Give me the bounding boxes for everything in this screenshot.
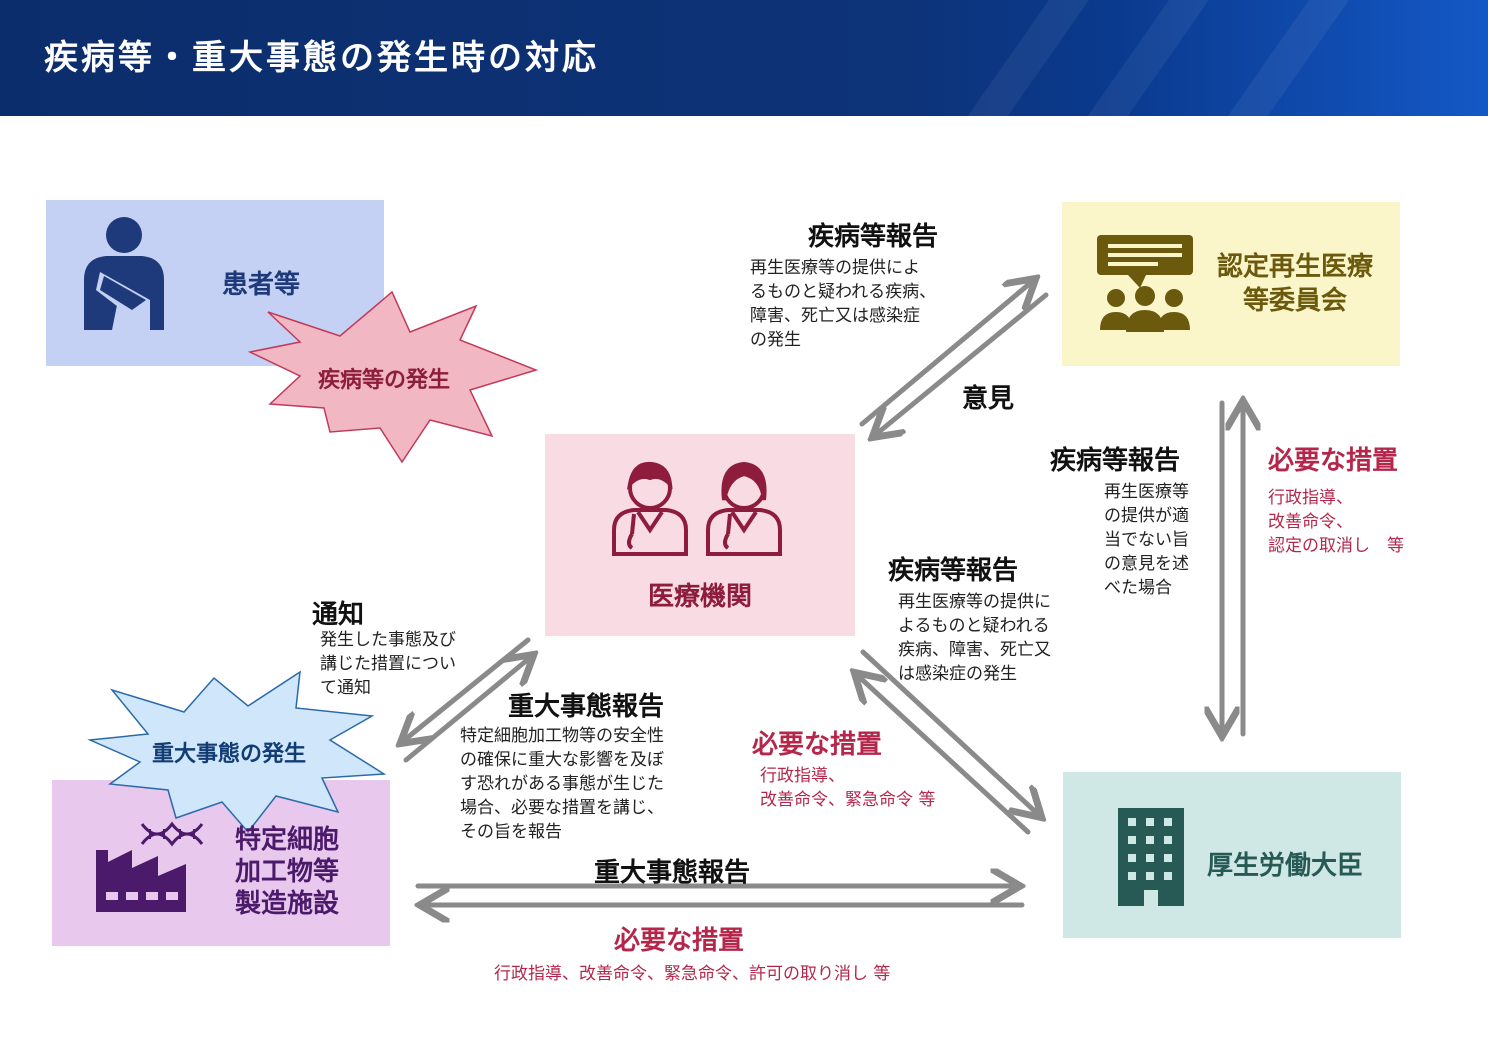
arrow-committee-to-medical <box>874 292 1049 436</box>
committee-label-line1: 認定再生医療 <box>1216 252 1373 282</box>
serious-report-medical-body: 特定細胞加工物等の安全性 の確保に重大な影響を及ぼ す恐れがある事態が生じた 場… <box>460 726 664 842</box>
serious-burst-shape <box>87 670 387 834</box>
notice-title: 通知 <box>312 600 365 630</box>
disease-report-top-body: 再生医療等の提供によ るものと疑われる疾病、 障害、死亡又は感染症 の発生 <box>750 258 937 350</box>
committee-label-line2: 等委員会 <box>1242 286 1347 316</box>
office-building-icon <box>1118 808 1184 906</box>
committee-box <box>1062 202 1400 366</box>
facility-label-line1: 特定細胞 <box>234 825 339 855</box>
medical-label: 医療機関 <box>647 582 752 612</box>
arrow-facility-to-medical <box>403 656 532 763</box>
measures-committee-title: 必要な措置 <box>1268 446 1399 476</box>
committee-label: 認定再生医療 等委員会 <box>1200 250 1390 318</box>
disease-burst-shape <box>247 290 539 464</box>
measures-committee-body: 行政指導、 改善命令、 認定の取消し 等 <box>1268 488 1404 556</box>
facility-label-line3: 製造施設 <box>234 889 339 919</box>
disease-report-committee-body: 再生医療等 の提供が適 当でない旨 の意見を述 べた場合 <box>1104 482 1189 598</box>
page-title: 疾病等・重大事態の発生時の対応 <box>44 38 599 78</box>
serious-report-medical-title: 重大事態報告 <box>508 692 665 722</box>
minister-label: 厚生労働大臣 <box>1206 851 1363 881</box>
facility-label-line2: 加工物等 <box>234 857 339 887</box>
facility-label: 特定細胞 加工物等 製造施設 <box>212 824 362 920</box>
disease-report-minister-body: 再生医療等の提供に よるものと疑われる 疾病、障害、死亡又 は感染症の発生 <box>898 592 1051 684</box>
serious-burst-label: 重大事態の発生 <box>152 742 307 767</box>
disease-burst-label: 疾病等の発生 <box>318 368 451 393</box>
factory-dna-icon <box>96 821 204 912</box>
committee-meeting-icon <box>1097 235 1193 332</box>
disease-report-minister-title: 疾病等報告 <box>888 556 1019 586</box>
disease-report-committee-title: 疾病等報告 <box>1050 446 1181 476</box>
serious-report-bottom-title: 重大事態報告 <box>594 858 751 888</box>
opinion-label: 意見 <box>962 384 1015 414</box>
arrow-minister-to-medical <box>856 674 1031 835</box>
notice-body: 発生した事態及び 講じた措置につい て通知 <box>320 630 456 698</box>
header-bar: 疾病等・重大事態の発生時の対応 <box>0 0 1488 116</box>
measures-bottom-title: 必要な措置 <box>614 926 745 956</box>
patient-label: 患者等 <box>221 270 300 300</box>
measures-bottom-body: 行政指導、改善命令、緊急命令、許可の取り消し 等 <box>494 964 891 984</box>
medical-box <box>545 434 855 636</box>
measures-medical-title: 必要な措置 <box>752 730 883 760</box>
doctors-icon <box>612 461 782 556</box>
arrow-medical-to-committee <box>859 280 1034 427</box>
disease-report-top-title: 疾病等報告 <box>808 222 939 252</box>
measures-medical-body: 行政指導、 改善命令、緊急命令 等 <box>760 766 936 810</box>
injured-person-icon <box>84 217 164 330</box>
arrow-medical-to-minister <box>860 649 1040 816</box>
